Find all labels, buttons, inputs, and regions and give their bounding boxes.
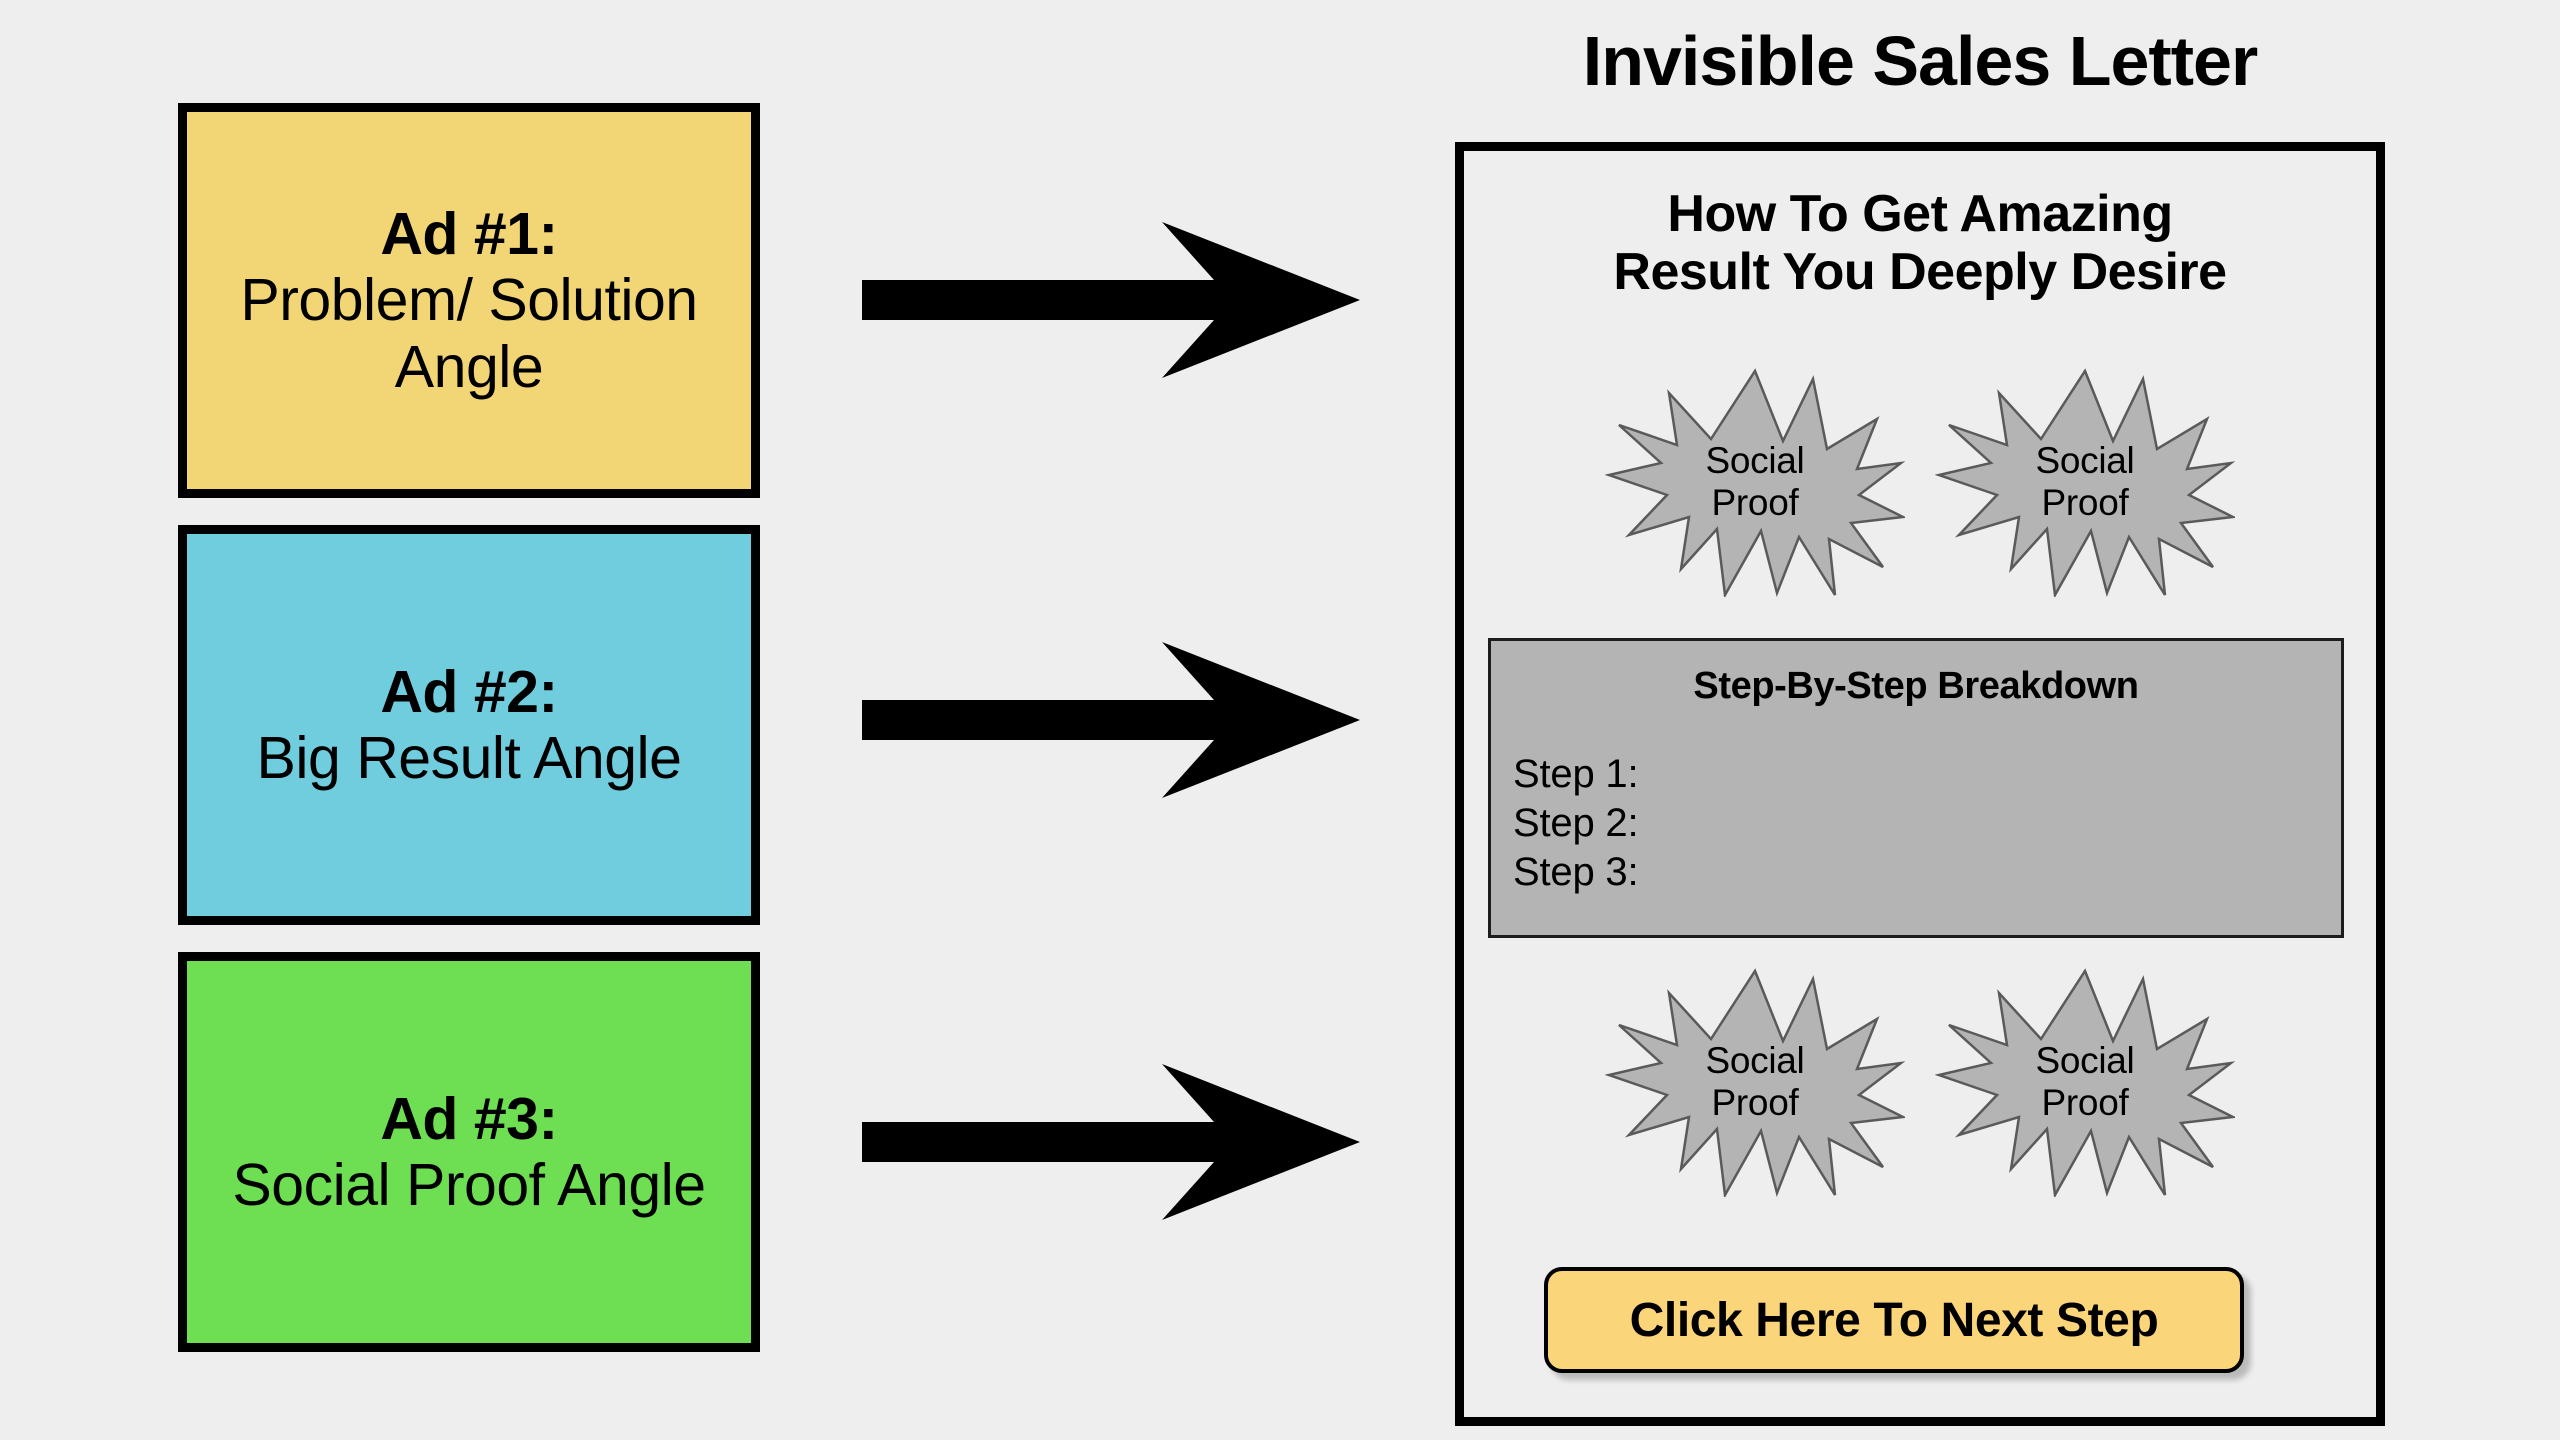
- social-proof-label: Social Proof: [1605, 367, 1905, 597]
- ad-box-3-title: Ad #3:: [380, 1085, 558, 1152]
- right-arrow-icon: [862, 220, 1402, 380]
- right-arrow-icon: [862, 640, 1402, 800]
- ad-box-1-subtitle: Problem/ Solution Angle: [240, 267, 698, 400]
- social-proof-label: Social Proof: [1605, 967, 1905, 1197]
- ad-box-3-subtitle: Social Proof Angle: [232, 1152, 706, 1218]
- panel-title: Invisible Sales Letter: [1582, 22, 2258, 100]
- right-arrow-icon: [862, 1062, 1402, 1222]
- social-proof-label-line2: Proof: [2041, 482, 2129, 523]
- step-item: Step 2:: [1513, 800, 1639, 845]
- ad-box-1[interactable]: Ad #1: Problem/ Solution Angle: [178, 103, 760, 498]
- social-proof-row-bottom: Social Proof Social Proof: [1464, 967, 2376, 1197]
- social-proof-label-line1: Social: [2035, 1039, 2135, 1081]
- social-proof-label-line2: Proof: [2041, 1082, 2129, 1123]
- social-proof-label-line1: Social: [1705, 439, 1805, 481]
- social-proof-burst: Social Proof: [1605, 967, 1905, 1197]
- sales-letter-panel: How To Get Amazing Result You Deeply Des…: [1455, 142, 2385, 1426]
- social-proof-burst: Social Proof: [1935, 367, 2235, 597]
- step-breakdown-list: Step 1: Step 2: Step 3:: [1513, 750, 2341, 896]
- step-item: Step 3:: [1513, 849, 1639, 894]
- social-proof-row-top: Social Proof Social Proof: [1464, 367, 2376, 597]
- ad-box-2-subtitle: Big Result Angle: [256, 725, 682, 791]
- letter-headline: How To Get Amazing Result You Deeply Des…: [1464, 185, 2376, 301]
- ad-box-1-title: Ad #1:: [380, 201, 558, 268]
- social-proof-label-line2: Proof: [1711, 482, 1799, 523]
- ad-box-2-title: Ad #2:: [380, 658, 558, 725]
- ad-box-2[interactable]: Ad #2: Big Result Angle: [178, 525, 760, 925]
- social-proof-label: Social Proof: [1935, 967, 2235, 1197]
- social-proof-label-line1: Social: [1705, 1039, 1805, 1081]
- cta-button[interactable]: Click Here To Next Step: [1544, 1267, 2244, 1373]
- social-proof-burst: Social Proof: [1935, 967, 2235, 1197]
- step-breakdown-box: Step-By-Step Breakdown Step 1: Step 2: S…: [1488, 638, 2344, 938]
- social-proof-burst: Social Proof: [1605, 367, 1905, 597]
- step-breakdown-heading: Step-By-Step Breakdown: [1693, 665, 2139, 707]
- social-proof-label: Social Proof: [1935, 367, 2235, 597]
- step-item: Step 1:: [1513, 752, 1639, 796]
- social-proof-label-line1: Social: [2035, 439, 2135, 481]
- ad-box-3[interactable]: Ad #3: Social Proof Angle: [178, 952, 760, 1352]
- social-proof-label-line2: Proof: [1711, 1082, 1799, 1123]
- letter-headline-line2: Result You Deeply Desire: [1613, 243, 2227, 302]
- letter-headline-line1: How To Get Amazing: [1667, 185, 2173, 243]
